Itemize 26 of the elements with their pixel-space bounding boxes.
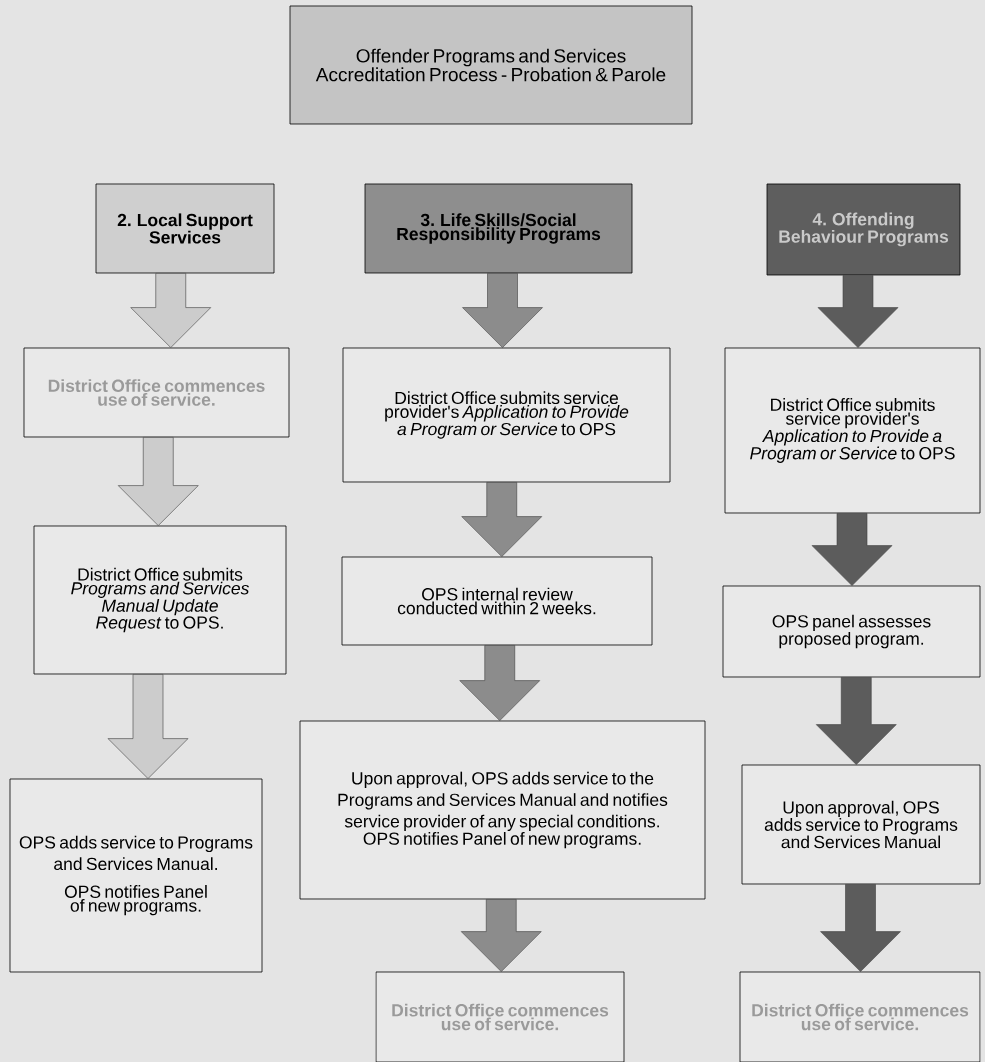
process-box: Upon approval, OPS adds service to Programs and Services Manual [741, 764, 981, 885]
category-box: 4. Offending Behaviour Programs [766, 183, 961, 276]
block-arrow [117, 437, 199, 526]
category-box: 2. Local Support Services [95, 183, 275, 274]
process-box: OPS internal review conducted within 2 weeks. [341, 556, 653, 646]
process-box: District Office submits service provider's Application to Provide a Program or Service to OPS [342, 347, 671, 483]
block-arrow [815, 677, 897, 765]
process-box: OPS panel assesses proposed program. [722, 585, 981, 678]
block-arrow [460, 899, 542, 972]
block-arrow [459, 645, 541, 721]
process-box: District Office commences use of service. [375, 971, 625, 1062]
block-arrow [820, 884, 901, 972]
process-box: Upon approval, OPS adds service to the Programs and Services Manual and notifies service provider of any special conditions. OPS notifies Panel of new programs. [299, 720, 706, 900]
process-box: District Office submits Programs and Services Manual Update Request to OPS. [33, 525, 287, 675]
block-arrow [462, 273, 543, 348]
block-arrow [461, 482, 543, 557]
process-box: OPS adds service to Programs and Services Manual. OPS notifies Panel of new programs. [9, 778, 263, 973]
process-box: District Office submits service provider's Application to Provide a Program or Service to OPS [724, 347, 981, 514]
process-box: District Office commences use of service. [23, 347, 290, 438]
block-arrow [811, 513, 893, 586]
block-arrow [107, 674, 189, 779]
block-arrow [130, 273, 212, 348]
title-box: Offender Programs and Services Accreditation Process - Probation & Parole [289, 5, 693, 125]
category-box: 3. Life Skills/Social Responsibility Programs [364, 183, 633, 274]
process-box: District Office commences use of service. [739, 971, 981, 1062]
block-arrow [817, 275, 899, 348]
